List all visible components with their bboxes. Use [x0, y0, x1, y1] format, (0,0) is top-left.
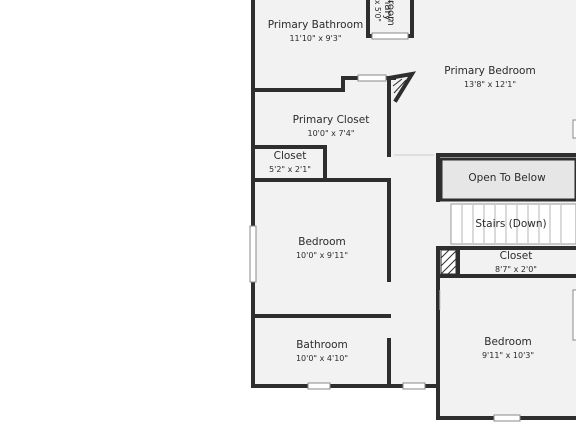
room-name: Primary Bedroom — [444, 65, 536, 77]
room-sub: room — [385, 0, 396, 26]
room-powder-dim: x 5'0" — [373, 0, 383, 30]
room-closet-left: Closet 5'2" x 2'1" — [256, 150, 324, 175]
room-open-to-below: Open To Below — [442, 172, 572, 185]
room-primary-closet: Primary Closet 10'0" x 7'4" — [271, 114, 391, 139]
diagonal-hatch — [392, 78, 407, 94]
room-name: Bathroom — [296, 339, 348, 351]
open-to-below-area — [439, 157, 576, 202]
room-primary-bathroom: Primary Bathroom 11'10" x 9'3" — [258, 19, 373, 44]
room-name: Bedroom — [298, 236, 346, 248]
room-dimensions: 9'11" x 10'3" — [481, 351, 535, 360]
room-stairs: Stairs (Down) — [452, 218, 570, 231]
room-dimensions: 11'10" x 9'3" — [289, 34, 342, 43]
corridor-lines — [394, 154, 441, 310]
windows — [249, 32, 576, 422]
room-name: Open To Below — [468, 172, 546, 184]
room-dimensions: 5'2" x 2'1" — [269, 165, 311, 174]
room-dimensions: x 5'0" — [373, 0, 382, 22]
room-primary-bedroom: Primary Bedroom 13'8" x 12'1" — [430, 65, 550, 90]
room-dimensions: 10'0" x 4'10" — [295, 354, 349, 363]
room-name: Closet — [273, 150, 307, 162]
hatched-fixture — [440, 249, 457, 275]
walls — [251, 0, 576, 420]
room-name: Primary Bathroom — [267, 19, 364, 31]
room-dimensions: 8'7" x 2'0" — [495, 265, 537, 274]
room-name: Bedroom — [484, 336, 532, 348]
room-bathroom: Bathroom 10'0" x 4'10" — [262, 339, 382, 364]
stairs-area — [450, 203, 576, 245]
room-bedroom-right: Bedroom 9'11" x 10'3" — [448, 336, 568, 361]
room-closet-right: Closet 8'7" x 2'0" — [466, 250, 566, 275]
room-dimensions: 10'0" x 9'11" — [295, 251, 349, 260]
room-dimensions: 10'0" x 7'4" — [307, 129, 355, 138]
room-name: Closet — [499, 250, 533, 262]
room-powder-sub: room — [384, 0, 398, 30]
room-bedroom-left: Bedroom 10'0" x 9'11" — [262, 236, 382, 261]
room-dimensions: 13'8" x 12'1" — [463, 80, 517, 89]
room-name: Primary Closet — [292, 114, 370, 126]
room-name: Stairs (Down) — [475, 218, 547, 230]
